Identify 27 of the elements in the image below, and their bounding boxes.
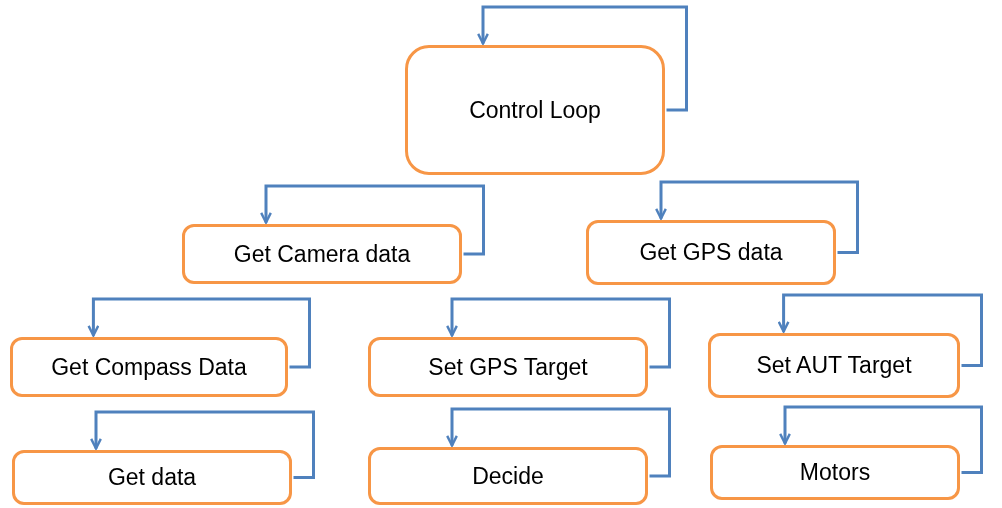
loop-arrow	[655, 180, 859, 254]
loop-arrow	[260, 184, 485, 256]
process-box	[12, 450, 292, 505]
node-label: Motors	[799, 459, 871, 486]
node-label: Control Loop	[469, 96, 601, 124]
node-label: Decide	[472, 462, 544, 490]
loop-arrow	[779, 405, 983, 474]
loop-arrow	[446, 407, 671, 478]
process-box	[586, 220, 836, 285]
process-box	[10, 337, 288, 397]
loop-arrow	[87, 297, 311, 369]
loop-arrow	[777, 293, 983, 367]
loop-arrow	[477, 5, 688, 112]
process-box	[405, 45, 665, 175]
node-label: Get data	[107, 464, 197, 491]
process-box	[368, 337, 648, 397]
process-box	[708, 333, 960, 398]
process-box	[710, 445, 960, 500]
node-label: Get Compass Data	[51, 353, 247, 381]
node-label: Set AUT Target	[756, 352, 912, 379]
process-box	[182, 224, 462, 284]
process-box	[368, 447, 648, 505]
loop-arrow	[90, 410, 315, 479]
node-label: Get GPS data	[639, 239, 783, 266]
node-label: Set GPS Target	[428, 353, 588, 381]
loop-arrow	[446, 297, 671, 369]
node-label: Get Camera data	[233, 240, 411, 268]
